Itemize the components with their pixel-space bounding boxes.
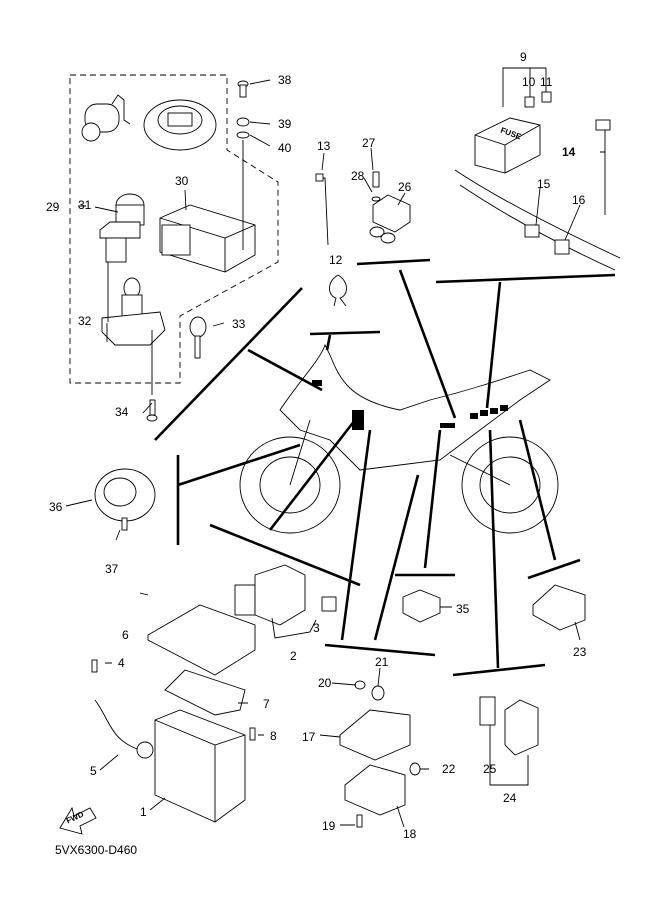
part-label-8: 8 bbox=[270, 729, 277, 743]
part-label-34: 34 bbox=[115, 405, 129, 419]
part-label-30: 30 bbox=[175, 174, 189, 188]
coupler-25 bbox=[479, 696, 496, 726]
damper-21 bbox=[371, 685, 385, 701]
bolt-34 bbox=[149, 399, 156, 416]
motorcycle-silhouette bbox=[239, 343, 559, 534]
part-label-27: 27 bbox=[362, 136, 376, 150]
bolt-19 bbox=[356, 814, 363, 828]
starter-relay bbox=[234, 564, 337, 626]
battery-cover bbox=[147, 604, 256, 676]
bolt-set-38-40 bbox=[236, 80, 250, 250]
diagram-code: 5VX6300-D460 bbox=[55, 843, 138, 857]
part-label-10: 10 bbox=[522, 75, 536, 89]
part-label-14: 14 bbox=[562, 145, 576, 159]
fuse-box bbox=[474, 67, 552, 174]
part-label-5: 5 bbox=[90, 764, 97, 778]
nut-20 bbox=[354, 680, 366, 690]
callout-bracket-24 bbox=[452, 663, 546, 677]
part-label-35: 35 bbox=[456, 602, 470, 616]
part-label-2: 2 bbox=[290, 649, 297, 663]
callout-bracket-9 bbox=[435, 273, 616, 284]
bolt-8 bbox=[249, 727, 256, 741]
part-label-32: 32 bbox=[78, 314, 92, 328]
part-label-36: 36 bbox=[49, 500, 63, 514]
callout-bracket-26 bbox=[356, 258, 431, 266]
part-label-18: 18 bbox=[403, 827, 417, 841]
clip-22 bbox=[409, 762, 421, 776]
part-label-1: 1 bbox=[140, 805, 147, 819]
part-label-23: 23 bbox=[573, 645, 587, 659]
battery-seal bbox=[164, 669, 246, 716]
part-label-12: 12 bbox=[329, 253, 343, 267]
main-switch-lock bbox=[81, 94, 131, 142]
part-label-4: 4 bbox=[118, 656, 125, 670]
part-label-17: 17 bbox=[302, 730, 316, 744]
relay-24 bbox=[504, 699, 539, 756]
part-label-24: 24 bbox=[503, 791, 517, 805]
unit-18 bbox=[344, 764, 406, 816]
ignition-set-group-outline bbox=[69, 74, 279, 384]
part-label-25: 25 bbox=[483, 762, 497, 776]
callout-bracket-2 bbox=[209, 523, 361, 587]
horn bbox=[94, 468, 156, 522]
battery-lead bbox=[94, 699, 141, 751]
forward-direction-arrow bbox=[59, 806, 97, 835]
callout-bracket-12 bbox=[309, 330, 381, 336]
clamp-12 bbox=[329, 274, 347, 307]
part-label-20: 20 bbox=[318, 676, 332, 690]
fuel-tank-cap bbox=[143, 99, 217, 151]
key bbox=[189, 316, 207, 359]
main-switch bbox=[101, 262, 166, 395]
part-label-38: 38 bbox=[278, 73, 292, 87]
hose-clamp-16 bbox=[554, 239, 570, 255]
bolt-4 bbox=[91, 659, 98, 673]
part-label-39: 39 bbox=[278, 117, 292, 131]
immobilizer-unit bbox=[99, 193, 145, 263]
part-label-21: 21 bbox=[375, 655, 389, 669]
callout-bracket-17 bbox=[324, 643, 436, 657]
callout-line-ignition bbox=[154, 287, 323, 441]
part-label-31: 31 bbox=[78, 198, 92, 212]
control-unit bbox=[159, 204, 256, 273]
part-label-13: 13 bbox=[317, 139, 331, 153]
hose-clamp-15 bbox=[524, 224, 540, 238]
relay-35 bbox=[402, 589, 441, 623]
relay-26 bbox=[369, 171, 411, 244]
part-label-22: 22 bbox=[442, 762, 456, 776]
part-label-16: 16 bbox=[572, 193, 586, 207]
screw-37 bbox=[121, 517, 128, 531]
unit-23 bbox=[532, 584, 586, 631]
part-label-33: 33 bbox=[232, 317, 246, 331]
part-label-9: 9 bbox=[520, 50, 527, 64]
callout-bracket-23 bbox=[527, 558, 581, 580]
part-label-7: 7 bbox=[263, 697, 270, 711]
part-label-6: 6 bbox=[122, 628, 129, 642]
part-label-3: 3 bbox=[313, 621, 320, 635]
part-label-11: 11 bbox=[540, 75, 553, 89]
bracket-17 bbox=[339, 709, 411, 761]
part-label-40: 40 bbox=[278, 141, 292, 155]
part-label-28: 28 bbox=[351, 169, 365, 183]
part-label-26: 26 bbox=[398, 180, 412, 194]
band-13 bbox=[320, 177, 329, 246]
part-label-29: 29 bbox=[46, 200, 60, 214]
battery bbox=[154, 709, 246, 823]
part-label-19: 19 bbox=[322, 819, 336, 833]
part-label-37: 37 bbox=[105, 562, 119, 576]
part-label-15: 15 bbox=[537, 177, 551, 191]
